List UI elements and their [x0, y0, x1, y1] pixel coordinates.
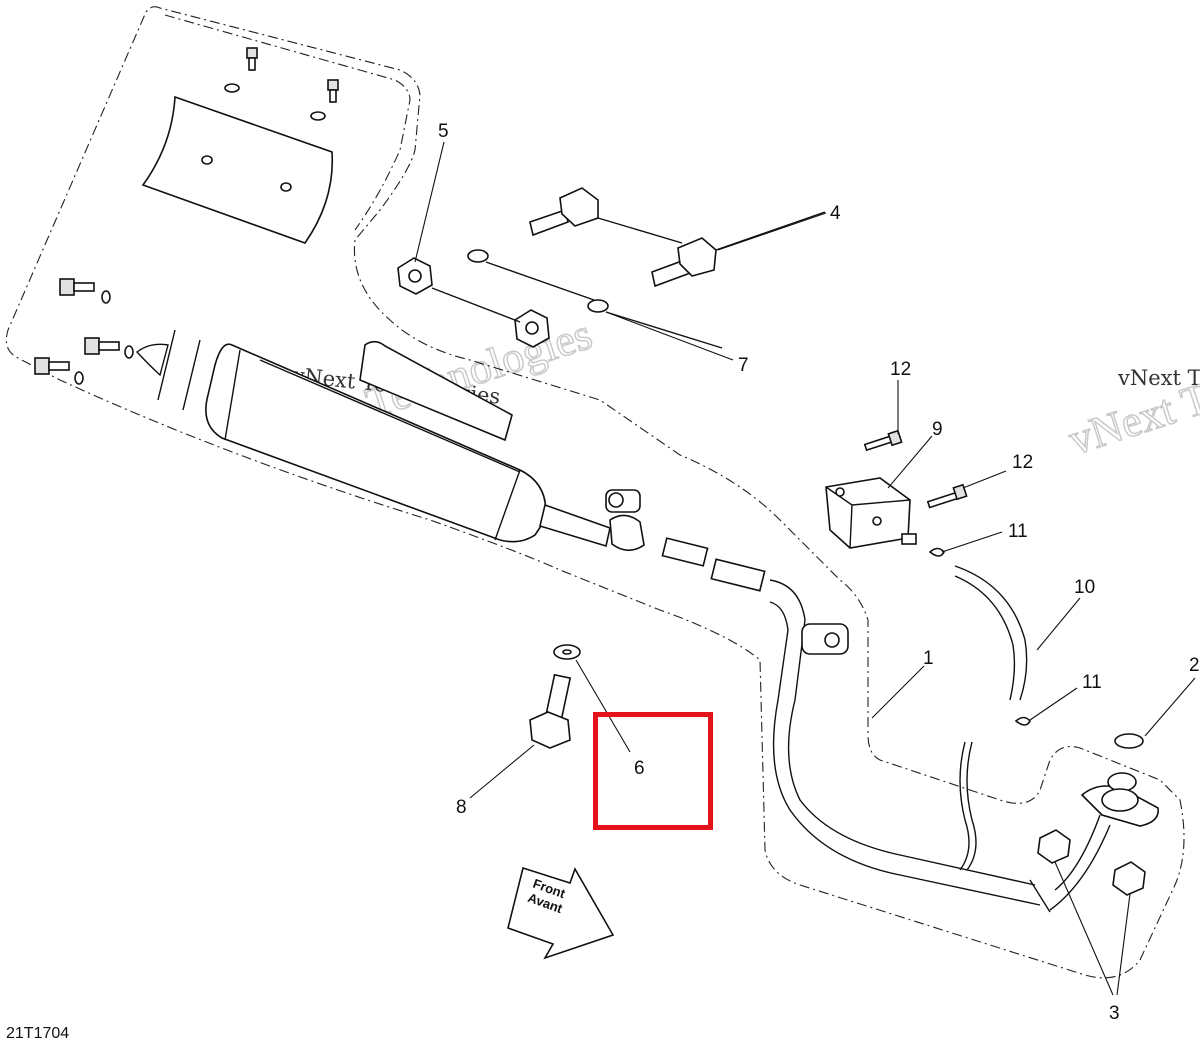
callout-1: 1	[923, 648, 934, 669]
clamp	[605, 489, 645, 552]
gasket-ring-2	[1114, 733, 1144, 749]
callout-5: 5	[438, 121, 449, 142]
figure-id: 21T1704	[6, 1025, 69, 1042]
clip-11-lower	[1014, 716, 1031, 726]
callout-9: 9	[932, 419, 943, 440]
callout-4: 4	[830, 203, 841, 224]
watermark-text-2: vNext Technologies	[1117, 366, 1200, 390]
heat-shield	[141, 95, 334, 244]
exhaust-pipe	[769, 579, 1111, 913]
muffler	[205, 340, 611, 548]
assembly-lines	[431, 211, 826, 349]
callout-6: 6	[634, 758, 645, 779]
gasket-2	[710, 558, 766, 592]
bolts-4	[529, 187, 717, 288]
air-valve-9	[825, 477, 917, 549]
bolt-8	[529, 673, 572, 749]
callout-2: 2	[1189, 655, 1200, 676]
left-bolts	[34, 278, 201, 411]
screw-12-upper	[863, 429, 903, 452]
nuts-3	[1037, 829, 1146, 896]
callout-11-lower: 11	[1082, 672, 1102, 693]
callout-labels: 5 4 7 12 9 12 11 10 1 11 2 6 8 3	[438, 121, 1200, 1024]
washers-7	[467, 249, 609, 313]
clip-11-upper	[928, 547, 945, 557]
callout-8: 8	[456, 797, 467, 818]
washer-6-hole	[562, 649, 572, 655]
front-direction-arrow: Front Avant	[507, 866, 615, 960]
callout-12-upper: 12	[890, 359, 911, 380]
hose-10	[954, 565, 1028, 701]
leader-lines	[414, 141, 1196, 996]
callout-3: 3	[1109, 1003, 1120, 1024]
screw-12-lower	[926, 483, 968, 509]
callout-11-upper: 11	[1008, 521, 1028, 542]
callout-7: 7	[738, 355, 749, 376]
nuts-5	[397, 257, 550, 348]
callout-12-lower: 12	[1012, 452, 1033, 473]
highlight-box-part-6	[593, 712, 713, 830]
gasket-1	[661, 537, 709, 567]
callout-10: 10	[1074, 577, 1095, 598]
exhaust-flange	[1080, 772, 1159, 827]
upper-assembly-boundary	[5, 6, 1185, 979]
mounting-bracket-boundary	[164, 14, 411, 231]
shield-screws	[224, 47, 339, 121]
